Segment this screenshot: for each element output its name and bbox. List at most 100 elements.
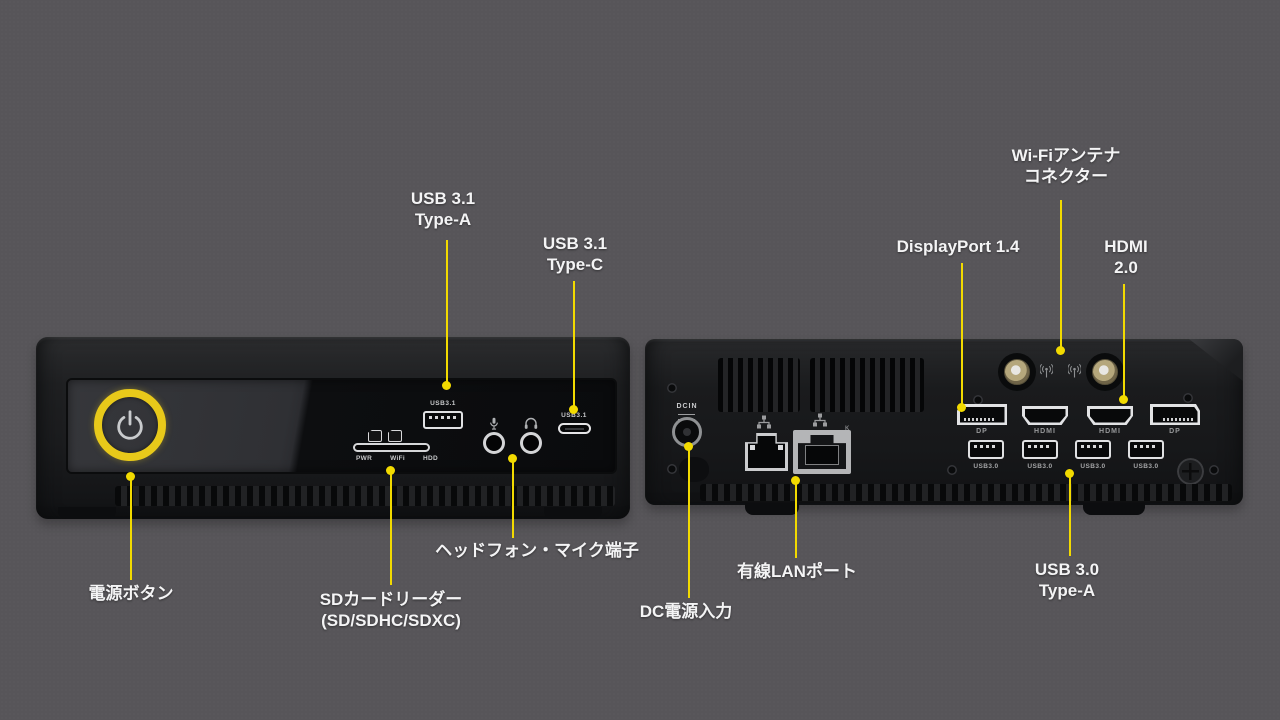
annotation-dc-input: DC電源入力: [639, 602, 733, 621]
front-foot: [58, 507, 116, 519]
rear-vents: [810, 358, 924, 412]
usb30-port-label: USB3.0: [973, 463, 999, 470]
lan-port-2: [793, 430, 851, 474]
annotation-hdmi: HDMI 2.0: [1104, 237, 1148, 277]
headphone-icon: [524, 417, 538, 429]
pointer-line-headphone-mic: [512, 461, 514, 538]
cmos-button: [1177, 458, 1204, 485]
pointer-dot-dc: [684, 442, 693, 451]
led-label-wifi: WiFi: [390, 455, 405, 462]
hdmi-port-label: HDMI: [1099, 428, 1121, 435]
pointer-dot-lan: [791, 476, 800, 485]
pointer-line-wifi-antenna: [1060, 200, 1062, 349]
usb30-port-label: USB3.0: [1027, 463, 1053, 470]
power-button-highlight-ring: [94, 389, 166, 461]
front-usb-c-port-label: USB3.1: [561, 412, 587, 419]
front-usb-a-port: [423, 411, 463, 429]
pointer-dot-usb30: [1065, 469, 1074, 478]
annotation-power-button: 電源ボタン: [88, 584, 174, 603]
pointer-dot-displayport: [957, 403, 966, 412]
lan-pin: [778, 445, 783, 450]
sd-card-slot: [353, 443, 430, 452]
pointer-dot-hdmi: [1119, 395, 1128, 404]
dc-in-port-label: DCIN: [676, 403, 698, 410]
annotation-lan-port: 有線LANポート: [737, 562, 857, 581]
displayport-port-1: [957, 404, 1007, 425]
network-icon: [813, 413, 827, 427]
usb-pins: [1081, 445, 1105, 448]
rear-usb-port-4: [1128, 440, 1164, 459]
led-label-pwr: PWR: [356, 455, 373, 462]
pointer-dot-sd: [386, 466, 395, 475]
usb-pins: [1028, 445, 1052, 448]
pointer-dot-headphone-mic: [508, 454, 517, 463]
front-vents: [115, 486, 615, 506]
led-label-hdd: HDD: [423, 455, 438, 462]
cable-knob: [679, 457, 709, 482]
port-pins: [1163, 418, 1193, 421]
port-hole: [1024, 408, 1066, 423]
wifi-antenna-connector: [1092, 359, 1118, 385]
usb30-port-label: USB3.0: [1080, 463, 1106, 470]
hdmi-port-label: HDMI: [1034, 428, 1056, 435]
screw-icon: [1183, 393, 1193, 403]
screw-icon: [667, 464, 677, 474]
pointer-line-power: [130, 480, 132, 580]
annotation-displayport: DisplayPort 1.4: [896, 237, 1020, 256]
dp-port-label: DP: [976, 428, 988, 435]
front-usb-a-port-label: USB3.1: [430, 400, 456, 407]
sd-card-icon: [388, 430, 402, 442]
pointer-dot-wifi-antenna: [1056, 346, 1065, 355]
microphone-jack: [483, 432, 505, 454]
rear-foot: [1083, 503, 1145, 515]
rear-foot: [745, 503, 799, 515]
pointer-line-lan: [795, 483, 797, 558]
front-usb-c-port: [558, 423, 591, 434]
wifi-antenna-connector: [1004, 359, 1030, 385]
rear-usb-port-1: [968, 440, 1004, 459]
headphone-jack: [520, 432, 542, 454]
port-hole: [1089, 408, 1131, 423]
rear-vents: [718, 358, 800, 412]
screw-icon: [667, 383, 677, 393]
sd-card-icon: [368, 430, 382, 442]
front-view-device: USB3.1 PWR WiFi HDD USB3.1: [36, 337, 630, 519]
annotation-usb30-typea: USB 3.0 Type-A: [1034, 560, 1100, 600]
annotation-headphone-mic: ヘッドフォン・マイク端子: [435, 541, 639, 560]
pointer-line-usb31-typec: [573, 281, 575, 407]
pointer-line-dc: [688, 450, 690, 598]
pointer-dot-usb31-typea: [442, 381, 451, 390]
power-icon: [117, 410, 143, 440]
pointer-line-usb31-typea: [446, 240, 448, 382]
hdmi-port-2: [1087, 406, 1133, 425]
wifi-signal-icon: [1040, 363, 1053, 378]
usb-pins: [1134, 445, 1158, 448]
annotation-wifi-antenna: Wi-Fiアンテナ コネクター: [1011, 146, 1121, 186]
lan-port-2-hole: [798, 435, 846, 469]
wifi-signal-icon: [1068, 363, 1081, 378]
usb30-port-label: USB3.0: [1133, 463, 1159, 470]
usb-pins: [429, 416, 457, 419]
displayport-port-2: [1150, 404, 1200, 425]
rear-usb-port-2: [1022, 440, 1058, 459]
screw-icon: [947, 465, 957, 475]
annotation-sd-card-reader: SDカードリーダー (SD/SDHC/SDXC): [319, 590, 463, 630]
pointer-line-hdmi: [1123, 284, 1125, 397]
pointer-line-sd: [390, 473, 392, 585]
dp-port-label: DP: [1169, 428, 1181, 435]
pointer-line-usb30: [1069, 476, 1071, 556]
usb-pins: [974, 445, 998, 448]
lan-pin: [750, 445, 755, 450]
pointer-dot-usb31-typec: [569, 405, 578, 414]
annotation-usb31-typea: USB 3.1 Type-A: [410, 189, 476, 229]
rear-view-device: DCIN K: [645, 339, 1243, 519]
annotation-usb31-typec: USB 3.1 Type-C: [542, 234, 608, 274]
pointer-dot-power: [126, 472, 135, 481]
port-pins: [964, 418, 994, 421]
pointer-line-displayport: [961, 263, 963, 405]
hdmi-port-1: [1022, 406, 1068, 425]
network-icon: [757, 415, 771, 429]
lan2-mark: K: [845, 426, 850, 432]
status-led-labels: PWR WiFi HDD: [356, 455, 438, 462]
